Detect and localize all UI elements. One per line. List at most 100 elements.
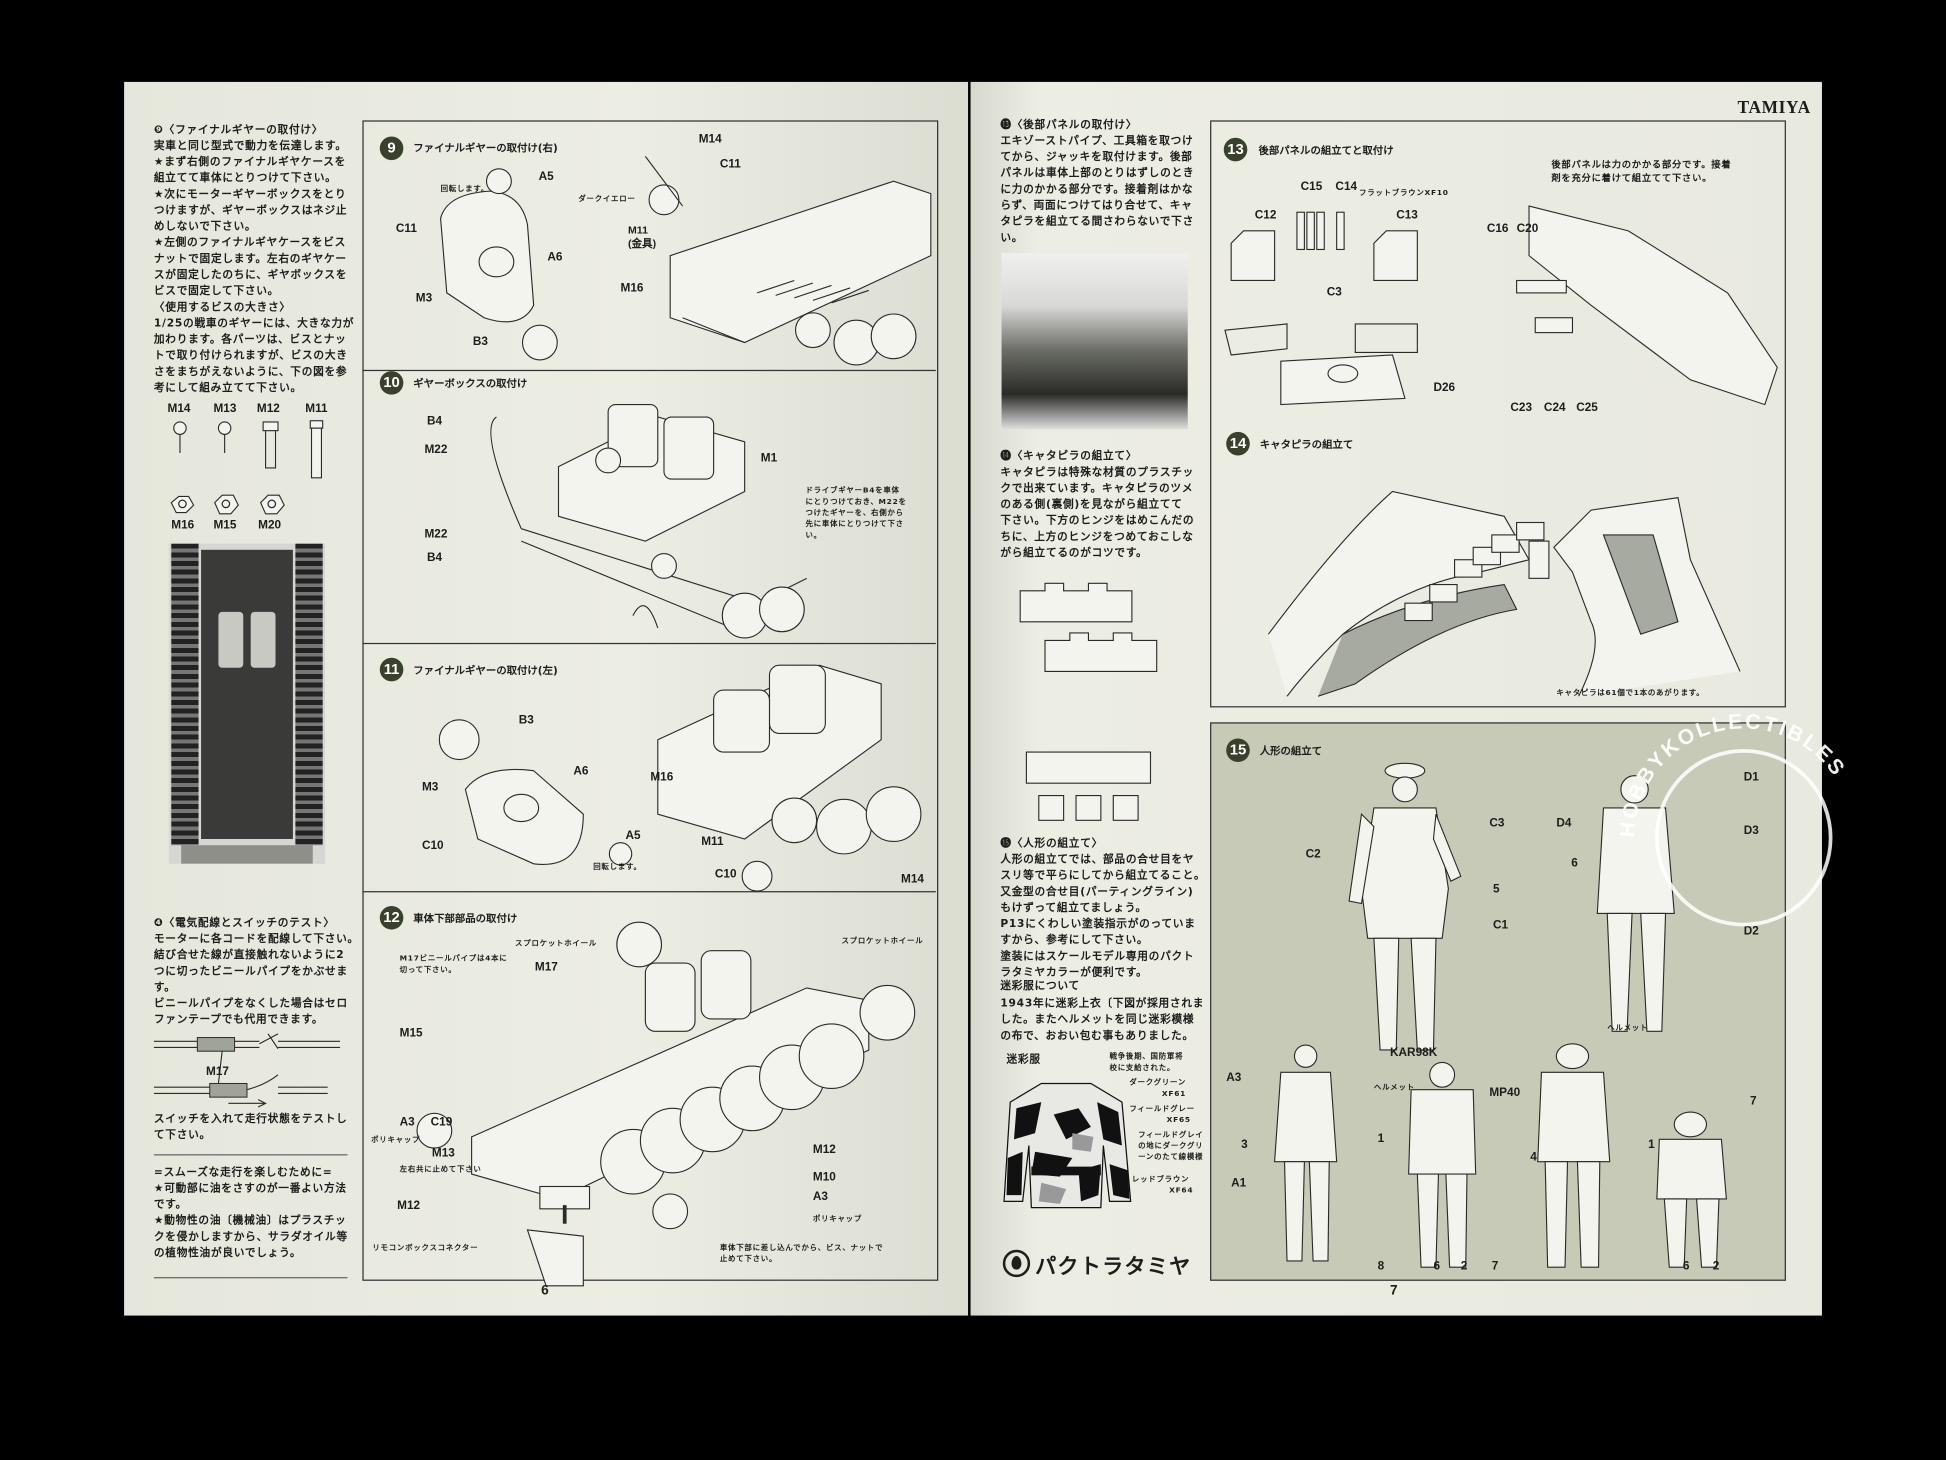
hands-assembling-track-illustration [1267,490,1741,697]
nut-label: M20 [258,518,282,533]
camo-color-name: フィールドグレイ の地にダークグリ ーンのたて線模様 [1138,1130,1204,1162]
part-label: 3 [1241,1138,1248,1152]
divider [362,891,936,893]
part-label: C20 [1516,222,1539,236]
part-label: C19 [430,1115,453,1130]
part-label: M17 [534,960,558,975]
camo-heading: 迷彩服について [1000,980,1080,993]
smooth-running-text: =スムーズな走行を楽しむために= ★可動部に油をさすのが一番よい方法 です。 ★… [153,1166,348,1260]
part-label: M11 (金具) [627,223,657,250]
part-label: M16 [650,770,674,785]
screw-label: M13 [213,402,237,416]
part-label: B4 [426,414,443,429]
part-label: M12 [397,1198,421,1213]
part-label: ポリキャップ [812,1215,863,1224]
part-label: D3 [1743,824,1759,838]
track-links-illustration [1019,582,1158,821]
part-label: C11 [719,157,741,172]
divider [362,369,936,372]
part-label: M13 [431,1146,455,1161]
part-label: ポリキャップ [371,1135,421,1145]
part-label: 1 [1377,1131,1385,1146]
screw-label: M14 [167,402,191,416]
m17-note: M17ビニールパイプは4本に 切って下さい。 [399,954,508,975]
part-label: 7 [1749,1094,1757,1109]
screws-and-nuts-diagram [170,420,324,515]
color-code: XF65 [1166,1115,1191,1125]
part-label: D1 [1743,770,1759,785]
watermark-stamp: HOBBYKOLLECTIBLES [1613,707,1874,968]
chassis-photo [168,543,326,864]
part-label: C2 [1305,847,1321,862]
part-label: 1 [1648,1138,1655,1152]
part-label: 2 [1712,1259,1720,1274]
step13-illustration [1224,205,1778,406]
nut-label: M16 [171,518,195,533]
wire-joint-diagram [153,1033,341,1108]
step-title: ファイナルギヤーの取付け(右) [413,141,558,154]
part-label: A5 [538,170,554,184]
part-label: M14 [901,872,924,887]
camo-jacket-label: 迷彩服 [1006,1053,1041,1067]
right-page: TAMIYA ⓭〈後部パネルの取付け〉 エキゾーストパイプ、工具箱を取つけ てか… [970,81,1822,1316]
step-title: 車体下部部品の取付け [413,912,518,925]
color-code: XF61 [1161,1089,1187,1099]
color-name: フィールドグレー [1129,1104,1195,1114]
left-page: ❾〈ファイナルギヤーの取付け〉 実車と同じ型式で動力を伝達します。 ★まず右側の… [124,81,969,1316]
part-label: C12 [1254,208,1277,223]
part-label: D26 [1433,381,1456,395]
rotate-note: 回転します。 [440,184,490,194]
divider [153,1277,348,1279]
steps-13-14-box [1210,120,1786,708]
part-label: A3 [399,1115,415,1130]
part-label: 左右共に止めて下さい [399,1165,482,1175]
track-count-note: キャタピラは61個で1本のあがります。 [1556,688,1705,698]
part-label: 6 [1433,1259,1441,1274]
step-badge: 15 [1226,738,1250,763]
step-badge: 14 [1226,431,1250,456]
part-label: C23 [1510,400,1533,415]
part-label: C1 [1493,918,1509,933]
step-badge: 9 [379,136,404,161]
part-label: B3 [518,713,534,728]
divider [362,642,936,645]
part-label: M22 [424,443,448,457]
part-label: 4 [1530,1150,1537,1165]
pactra-tamiya-logo: パクトラタミヤ [1035,1254,1192,1280]
m17-label: M17 [206,1064,229,1079]
part-label: A6 [547,250,563,265]
steps-box [362,120,939,1281]
brand-logo: TAMIYA [1737,99,1811,118]
final-gear-text: ❾〈ファイナルギヤーの取付け〉 実車と同じ型式で動力を伝達します。 ★まず右側の… [153,124,348,298]
part-label: M15 [399,1026,423,1041]
step-title: ギヤーボックスの取付け [413,377,528,390]
part-label: C16 [1486,222,1509,236]
part-label: C15 [1300,179,1323,194]
step-title: 後部パネルの組立てと取付け [1258,143,1394,157]
part-label: M16 [620,281,644,296]
step12-illustration [416,921,916,1287]
paint-note: ダークイエロー [578,194,636,204]
color-name: レッドブラウン [1131,1175,1190,1185]
part-label: ヘルメット [1373,1083,1415,1093]
part-label: A6 [573,764,589,779]
part-label: 6 [1571,856,1578,871]
part-label: A5 [625,829,641,843]
page-number: 7 [1390,1283,1398,1299]
screw-label: M12 [256,402,280,416]
rotate-note: 回転します。 [593,862,642,872]
figures-illustration [1274,762,1727,1268]
step-badge: 12 [379,906,404,930]
part-label: M11 [701,835,724,849]
part-label: C14 [1335,179,1358,194]
part-label: D2 [1743,924,1759,939]
step-title: 人形の組立て [1259,744,1323,758]
camo-text: 1943年に迷彩上衣〔下図が採用されま した。またヘルメットを同じ迷彩模様 の布… [1000,997,1205,1043]
part-label: A1 [1231,1176,1247,1191]
part-label: D4 [1556,816,1572,831]
step10-illustration [490,404,807,639]
part-label: スプロケットホイール [515,939,597,949]
